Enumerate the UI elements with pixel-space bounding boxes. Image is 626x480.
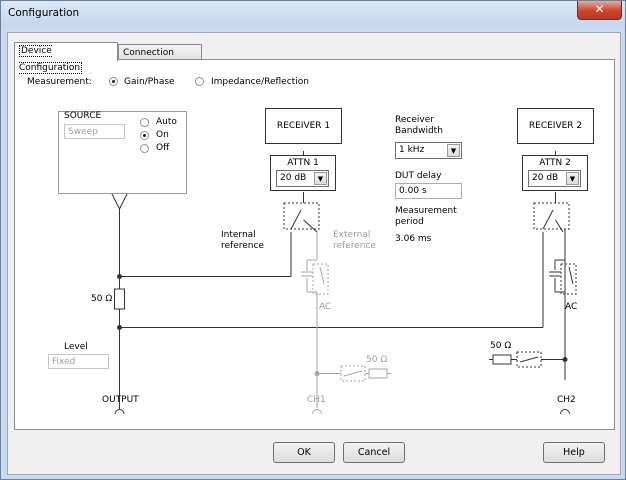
source-auto-radio[interactable]: [140, 118, 149, 127]
window-title: Configuration: [8, 7, 80, 19]
attn2-label: ATTN 2: [539, 158, 571, 168]
source-off-radio[interactable]: [140, 144, 149, 153]
internal-reference-line1: Internal: [221, 230, 256, 240]
ch1-resistor-label: 50 Ω: [366, 355, 388, 365]
attn2-select[interactable]: 20 dB ▼: [528, 170, 581, 187]
dialog-client: Device Configuration Connection Setup: [7, 32, 621, 475]
output-resistor-label: 50 Ω: [91, 294, 113, 304]
output-connector-label: OUTPUT: [102, 395, 139, 405]
chevron-down-icon: ▼: [314, 172, 327, 185]
measurement-label: Measurement:: [27, 77, 92, 87]
chevron-down-icon: ▼: [566, 172, 579, 185]
gain-phase-label: Gain/Phase: [124, 77, 175, 87]
ch2-ac-label: AC: [565, 302, 578, 312]
close-button[interactable]: ✕: [577, 1, 622, 20]
source-on-radio[interactable]: [140, 131, 149, 140]
ch2-connector-label: CH2: [557, 395, 576, 405]
measurement-period-line2: period: [395, 217, 424, 227]
bandwidth-value: 1 kHz: [399, 145, 425, 155]
attn2-value: 20 dB: [532, 173, 559, 183]
ch1-ac-label: AC: [319, 302, 332, 312]
measurement-period-line1: Measurement: [395, 206, 457, 216]
external-reference-line2[interactable]: reference: [333, 241, 376, 251]
bandwidth-label-line1: Receiver: [395, 115, 434, 125]
ch2-resistor-label: 50 Ω: [490, 341, 512, 351]
chevron-down-icon: ▼: [447, 144, 460, 157]
level-label: Level: [64, 342, 88, 352]
bandwidth-label-line2: Bandwidth: [395, 126, 443, 136]
level-field: Fixed: [48, 354, 109, 369]
cancel-button[interactable]: Cancel: [343, 442, 405, 463]
impedance-reflection-radio[interactable]: [195, 77, 204, 86]
receiver2-box: RECEIVER 2: [517, 108, 594, 144]
source-auto-label: Auto: [156, 117, 177, 127]
dut-delay-label: DUT delay: [395, 171, 442, 181]
title-bar: Configuration ✕: [1, 1, 625, 26]
tab-label: Device Configuration: [19, 45, 83, 74]
receiver1-box: RECEIVER 1: [265, 108, 342, 144]
source-type-field: Sweep: [64, 124, 125, 139]
bandwidth-select[interactable]: 1 kHz ▼: [395, 142, 462, 159]
device-configuration-panel: Measurement: Gain/Phase Impedance/Reflec…: [14, 59, 615, 430]
internal-reference-line2: reference: [221, 241, 264, 251]
dut-delay-input[interactable]: 0.00 s: [395, 183, 462, 199]
impedance-reflection-label: Impedance/Reflection: [211, 77, 309, 87]
external-reference-line1[interactable]: External: [333, 230, 371, 240]
attn1-label: ATTN 1: [287, 158, 319, 168]
source-title: SOURCE: [64, 111, 102, 121]
attn1-select[interactable]: 20 dB ▼: [276, 170, 329, 187]
ok-button[interactable]: OK: [273, 442, 335, 463]
gain-phase-radio[interactable]: [109, 77, 118, 86]
source-off-label: Off: [156, 143, 170, 153]
source-on-label: On: [156, 130, 169, 140]
help-button[interactable]: Help: [543, 442, 605, 463]
attn1-value: 20 dB: [280, 173, 307, 183]
ch1-connector-label: CH1: [307, 395, 326, 405]
tab-device-configuration[interactable]: Device Configuration: [14, 42, 118, 74]
measurement-period-value: 3.06 ms: [395, 234, 432, 244]
close-icon: ✕: [594, 2, 605, 16]
